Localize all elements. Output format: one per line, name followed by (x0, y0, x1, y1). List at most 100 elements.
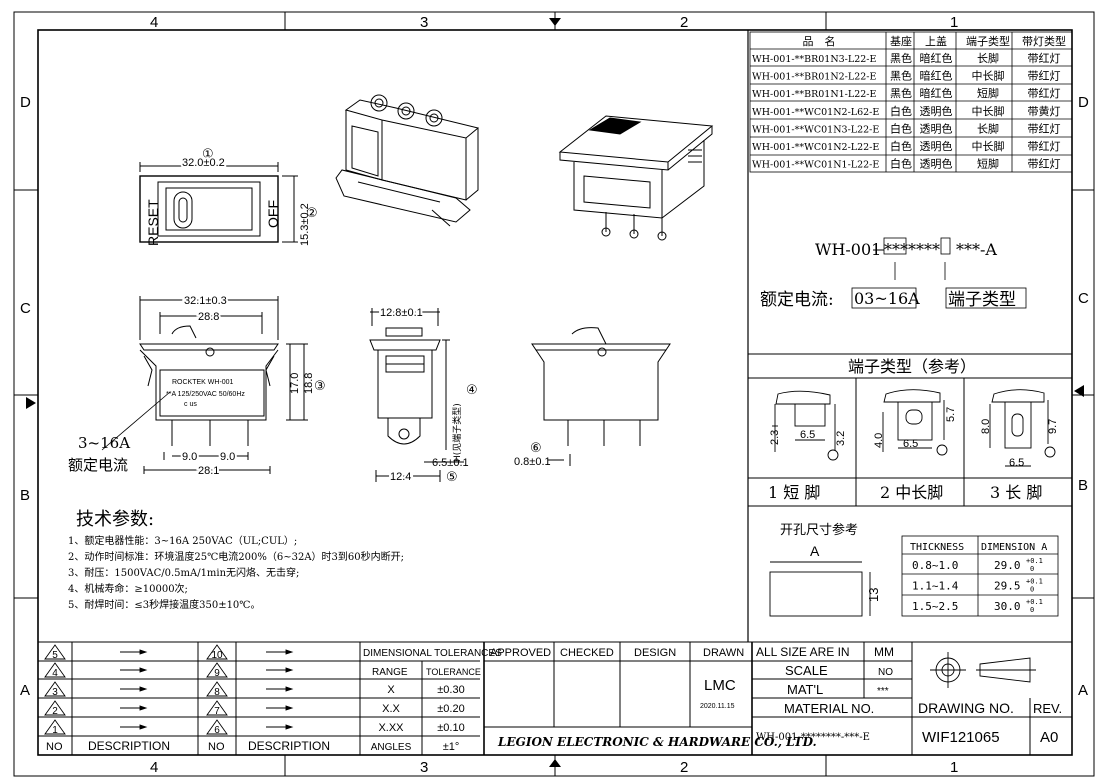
front-view (139, 162, 298, 243)
cutout-row-dim-1: 29.5 (994, 580, 1021, 593)
pin-view (531, 327, 671, 466)
cutout-row-tol-low-0: 0 (1030, 565, 1034, 573)
rev-number-right-8: 8 (214, 687, 220, 698)
zone-left-b: B (20, 487, 30, 504)
variant-header-2: 上盖 (925, 34, 947, 48)
rev-number-left-1: 1 (52, 725, 58, 736)
variant-cell-5-0: WH-001-**WC01N2-L22-E (752, 142, 879, 153)
rev-number-right-6: 6 (214, 725, 220, 736)
isometric-view-2 (558, 115, 714, 241)
tech-item-5: 5、耐焊时间：≤3秒焊接温度350±10℃。 (68, 598, 260, 611)
rev-arrow-head (285, 667, 294, 673)
tol-range-1: X.X (382, 703, 400, 715)
zone-left-d: D (20, 94, 31, 111)
rev-arrow-head (139, 667, 148, 673)
rev-number-left-4: 4 (52, 668, 58, 679)
variant-cell-1-2: 暗红色 (920, 69, 953, 83)
variant-cell-4-0: WH-001-**WC01N3-L22-E (752, 124, 879, 135)
revision: A0 (1040, 729, 1058, 746)
cutout-row-thickness-1: 1.1~1.4 (912, 580, 959, 593)
zone-bottom-2: 2 (680, 759, 688, 776)
variant-cell-2-2: 暗红色 (920, 86, 953, 100)
cutout-drawing (769, 561, 871, 617)
variant-cell-6-2: 透明色 (920, 157, 953, 171)
tol-value-3: ±1° (443, 741, 460, 753)
side-inner-width: 28.8 (198, 311, 219, 323)
front-marker1: ① (202, 147, 214, 162)
company-name: LEGION ELECTRONIC & HARDWARE CO., LTD. (497, 735, 817, 749)
design-label: DESIGN (634, 647, 676, 659)
center-arrow-top (549, 18, 561, 26)
material-no-label: MATERIAL NO. (784, 701, 874, 716)
drawn-label: DRAWN (703, 647, 744, 659)
terminal-label: 端子类型 (948, 290, 1016, 310)
projection-symbol (930, 652, 1036, 688)
variant-cell-6-0: WH-001-**WC01N1-L22-E (752, 160, 879, 171)
rev-number-left-3: 3 (52, 687, 58, 698)
cutout-row-tol-up-1: +0.1 (1026, 578, 1043, 586)
rev-arrow-head (285, 705, 294, 711)
pin-marker6: ⑥ (530, 441, 542, 456)
drawn-by: LMC (704, 677, 736, 694)
front-off: OFF (265, 200, 281, 228)
terminal-mid-drawing (882, 389, 948, 456)
rev-arrow-head (285, 724, 294, 730)
current-label: 额定电流: (760, 290, 834, 310)
rev-triangle-right-7 (206, 700, 228, 716)
tol-tolerance: TOLERANCE (426, 667, 481, 677)
variant-header-0: 品 名 (803, 34, 836, 48)
part-code: WH-001 ******* ***-A 额定电流: 03~16A 端子类型 (760, 237, 1027, 310)
variant-cell-4-3: 长脚 (977, 121, 999, 135)
cutout-a: A (810, 543, 820, 559)
term-long-dim2: 9.7 (1047, 419, 1059, 434)
front-marker2: ② (306, 206, 318, 221)
variant-cell-3-1: 白色 (890, 104, 912, 118)
end-marker5: ⑤ (446, 470, 458, 485)
variant-cell-5-3: 中长脚 (972, 139, 1005, 153)
zone-right-c: C (1078, 290, 1089, 307)
zone-right-a: A (1078, 682, 1088, 699)
drawing-number: WIF121065 (922, 729, 1000, 746)
center-arrow-bottom (549, 759, 561, 767)
tech-item-2: 2、动作时间标准：环境温度25℃电流200%（6~32A）时3到60秒内断开; (68, 550, 404, 563)
tech-item-4: 4、机械寿命：≥10000次; (68, 582, 188, 595)
cutout-header-dimension: DIMENSION A (981, 542, 1047, 553)
matl-label: MAT'L (787, 682, 823, 697)
variant-cell-2-4: 带红灯 (1028, 87, 1061, 100)
pin-thickness: 0.8±0.1 (514, 456, 551, 468)
title-block-grid (38, 641, 1072, 755)
side-height1: 17.0 (289, 373, 301, 394)
cutout-row-dim-0: 29.0 (994, 559, 1021, 572)
center-arrow-right (1074, 385, 1084, 397)
end-pin-width: 6.5±0.1 (432, 457, 469, 469)
variant-cell-0-3: 长脚 (977, 51, 999, 65)
tol-range-3: ANGLES (371, 742, 412, 753)
cutout-table (901, 535, 1059, 617)
variant-header-1: 基座 (890, 34, 912, 48)
tol-title: DIMENSIONAL TOLERANCES (363, 648, 502, 659)
variant-header-3: 端子类型 (966, 34, 1010, 48)
zone-left-c: C (20, 300, 31, 317)
cutout-title: 开孔尺寸参考 (780, 522, 858, 538)
variant-header-4: 带灯类型 (1022, 34, 1066, 48)
zone-bottom-4: 4 (150, 759, 158, 776)
rev-number-left-2: 2 (52, 706, 58, 717)
side-label-cert: c us (184, 401, 197, 408)
variant-cell-6-1: 白色 (890, 157, 912, 171)
side-top-width: 32.1±0.3 (184, 295, 227, 307)
terminal-types-title: 端子类型（参考） (848, 357, 976, 376)
end-marker4: ④ (466, 383, 478, 398)
variant-cell-3-0: WH-001-**WC01N2-L62-E (752, 107, 879, 118)
variant-cell-6-3: 短脚 (977, 157, 999, 171)
variant-cell-2-0: WH-001-**BR01N1-L22-E (752, 89, 876, 100)
front-width: 32.0±0.2 (182, 157, 225, 169)
part-code-suffix: ***-A (956, 240, 997, 259)
tol-value-2: ±0.10 (437, 722, 464, 734)
tol-range-2: X.XX (378, 722, 404, 734)
zone-right-d: D (1078, 94, 1089, 111)
end-base-width: 12.4 (390, 471, 411, 483)
cutout-row-tol-low-2: 0 (1030, 606, 1034, 614)
terminal-short-drawing (772, 390, 839, 461)
rev-arrow-head (139, 686, 148, 692)
